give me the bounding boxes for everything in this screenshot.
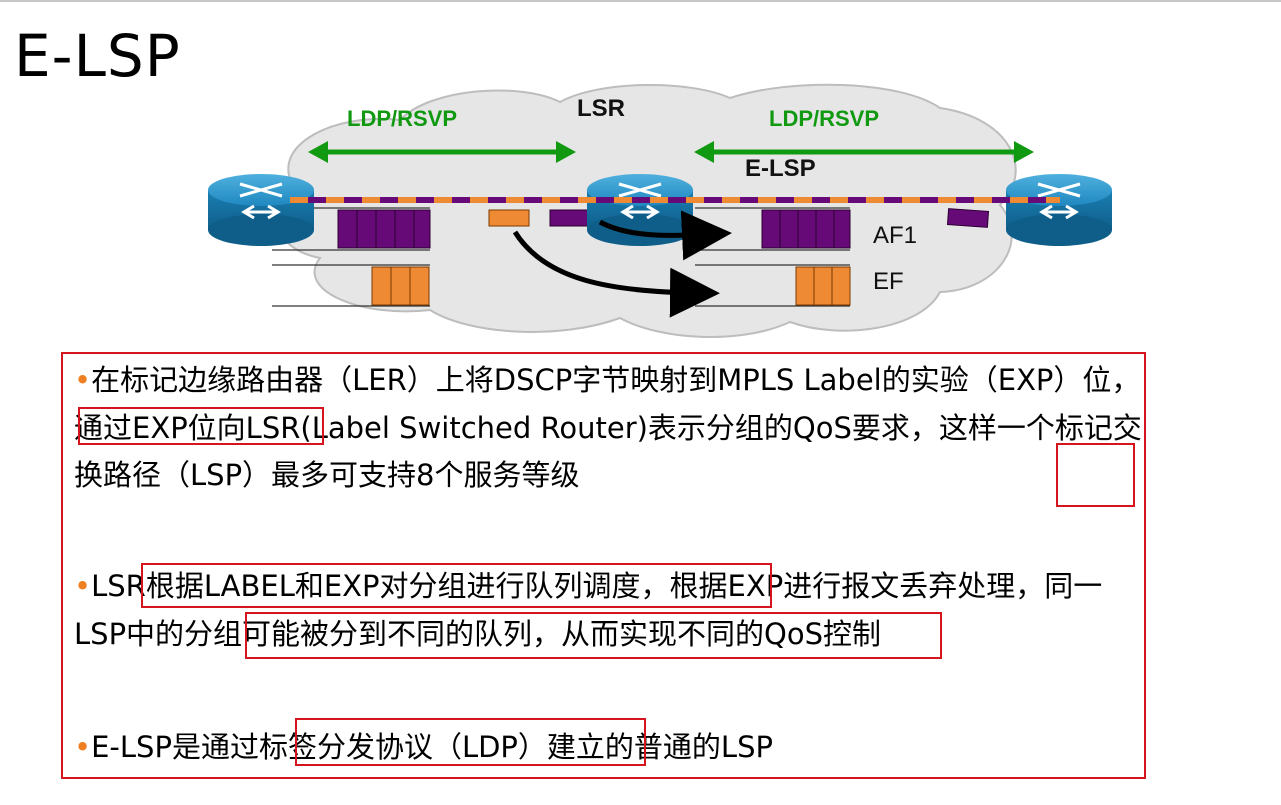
bullet-1: •在标记边缘路由器（LER）上将DSCP字节映射到MPLS Label的实验（E… <box>74 357 1144 500</box>
protocol-label-left: LDP/RSVP <box>347 106 457 131</box>
slide-title: E-LSP <box>14 22 181 90</box>
top-divider <box>0 0 1281 2</box>
highlight-ldp <box>295 718 646 766</box>
bullet-marker: • <box>74 730 92 764</box>
left-af-queue <box>337 209 431 249</box>
bullet-marker: • <box>74 363 92 397</box>
protocol-label-right: LDP/RSVP <box>769 106 879 131</box>
bullet-1-text: 在标记边缘路由器（LER）上将DSCP字节映射到MPLS Label的实验（EX… <box>74 363 1142 492</box>
left-ef-queue <box>371 266 430 306</box>
bullet-3-text: E-LSP是通过标签分发协议（LDP）建立的普通的LSP <box>91 730 773 764</box>
queue-label-ef: EF <box>873 268 904 295</box>
bullet-2-text: LSR根据LABEL和EXP对分组进行队列调度，根据EXP进行报文丢弃处理，同一… <box>74 569 1103 651</box>
highlight-exp-bits <box>78 407 324 445</box>
queue-label-af: AF1 <box>873 222 917 249</box>
bullet-3: •E-LSP是通过标签分发协议（LDP）建立的普通的LSP <box>74 724 1144 772</box>
highlight-different-queues <box>245 612 942 659</box>
forwarding-arrows <box>512 210 732 318</box>
router-icon-right <box>1006 174 1112 246</box>
protocol-arrow-left <box>308 141 576 163</box>
content-box <box>61 352 1146 779</box>
highlight-queue-scheduling <box>141 563 772 608</box>
right-ef-queue <box>795 266 851 306</box>
e-lsp-diagram: LDP/RSVP LSR LDP/RSVP E-LSP AF1 EF <box>208 83 1112 339</box>
bullet-marker: • <box>74 569 92 603</box>
cloud-label: LSR <box>577 95 625 122</box>
highlight-8-classes <box>1056 443 1135 507</box>
in-flight-packets <box>488 208 990 228</box>
protocol-arrow-right <box>694 141 1034 163</box>
router-icon-left <box>208 174 314 246</box>
bullet-2: •LSR根据LABEL和EXP对分组进行队列调度，根据EXP进行报文丢弃处理，同… <box>74 563 1144 658</box>
lsp-label: E-LSP <box>745 155 816 182</box>
right-af-queue <box>761 209 851 249</box>
